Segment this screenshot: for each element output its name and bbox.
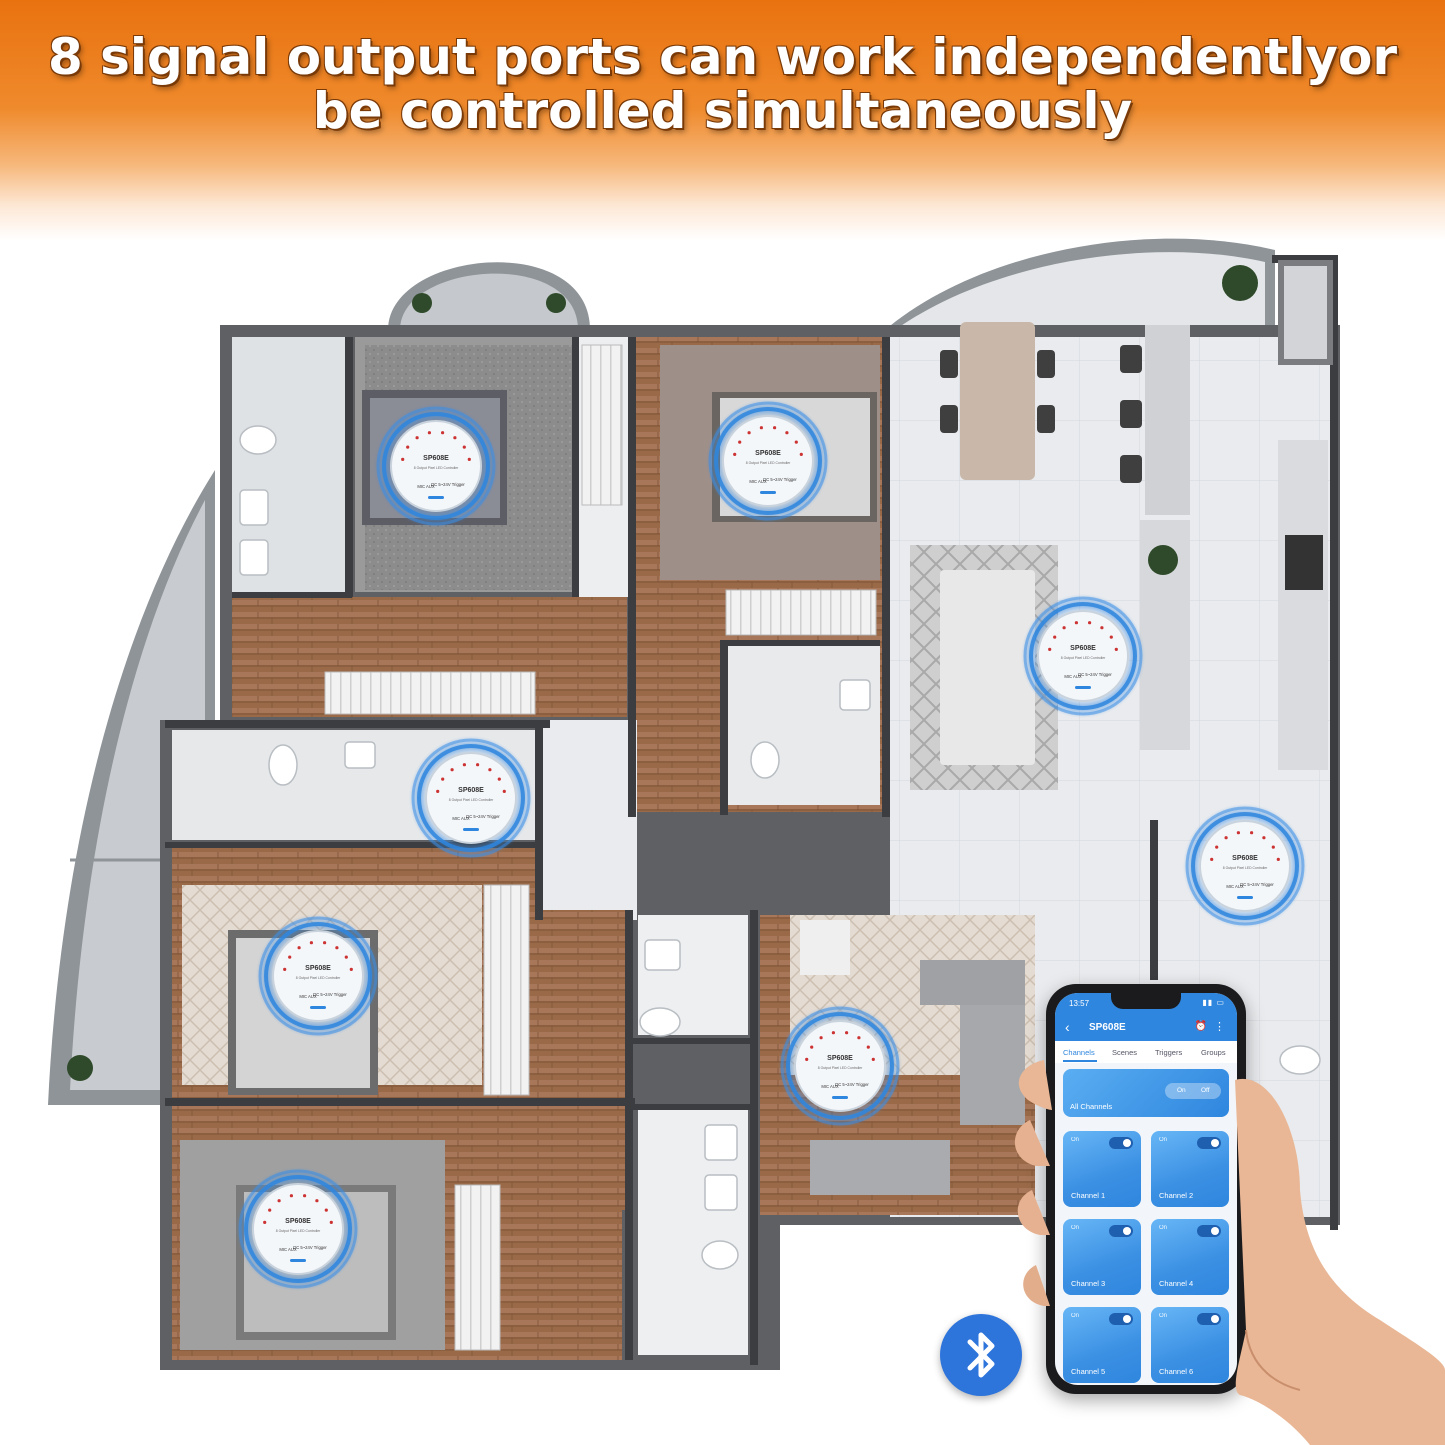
controller-subtitle: 8 Output Pixel LED Controller xyxy=(818,1066,863,1070)
headline-line-2: be controlled simultaneously xyxy=(312,82,1133,140)
channel-state: On xyxy=(1159,1313,1168,1319)
channel-toggle[interactable] xyxy=(1197,1225,1221,1237)
all-off-button[interactable]: Off xyxy=(1201,1087,1210,1094)
channel-toggle[interactable] xyxy=(1109,1137,1133,1149)
channel-name: Channel 4 xyxy=(1159,1279,1194,1288)
channel-state: On xyxy=(1159,1225,1168,1231)
tab-bar: Channels Scenes Triggers Groups xyxy=(1055,1041,1237,1063)
controller-ports: MIC AUX xyxy=(299,994,316,999)
channel-card-6[interactable]: On Channel 6 xyxy=(1151,1307,1229,1383)
channel-name: Channel 3 xyxy=(1071,1279,1106,1288)
app-title: SP608E xyxy=(1089,1022,1126,1033)
tab-channels[interactable]: Channels xyxy=(1063,1048,1095,1057)
channel-name: Channel 1 xyxy=(1071,1191,1106,1200)
all-channels-card: On Off All Channels xyxy=(1063,1069,1229,1117)
channel-state: On xyxy=(1071,1313,1080,1319)
all-channels-toggle[interactable]: On Off xyxy=(1165,1083,1221,1099)
channel-toggle[interactable] xyxy=(1109,1313,1133,1325)
controller-trigger: DC 5~24V Trigger xyxy=(293,1245,327,1250)
app-screen: 13:57 ▮▮ ▭ ‹ SP608E ⏰ ⋮ Channels Scenes … xyxy=(1055,993,1237,1385)
all-channels-label: All Channels xyxy=(1070,1102,1113,1111)
controller-model: SP608E xyxy=(1232,855,1258,862)
active-tab-indicator xyxy=(1063,1060,1097,1062)
controller-ports: MIC AUX xyxy=(417,484,434,489)
controller-trigger: DC 5~24V Trigger xyxy=(1078,672,1112,677)
channel-name: Channel 5 xyxy=(1071,1367,1106,1376)
alarm-icon[interactable]: ⏰ xyxy=(1194,1021,1207,1032)
channel-toggle[interactable] xyxy=(1197,1137,1221,1149)
back-arrow-icon[interactable]: ‹ xyxy=(1065,1019,1070,1035)
controller-model: SP608E xyxy=(423,455,449,462)
signal-battery-icon: ▮▮ ▭ xyxy=(1202,998,1225,1007)
controller-trigger: DC 5~24V Trigger xyxy=(466,814,500,819)
controller-model: SP608E xyxy=(458,787,484,794)
controller-ports: MIC AUX xyxy=(749,479,766,484)
controller-subtitle: 8 Output Pixel LED Controller xyxy=(1061,656,1106,660)
channel-state: On xyxy=(1159,1137,1168,1143)
controller-trigger: DC 5~24V Trigger xyxy=(431,482,465,487)
controller-ports: MIC AUX xyxy=(821,1084,838,1089)
bluetooth-badge xyxy=(940,1314,1022,1396)
controller-subtitle: 8 Output Pixel LED Controller xyxy=(414,466,459,470)
app-bar: ‹ SP608E ⏰ ⋮ xyxy=(1055,1015,1237,1041)
headline-line-1: 8 signal output ports can work independe… xyxy=(47,28,1398,86)
channel-state: On xyxy=(1071,1225,1080,1231)
controller-model: SP608E xyxy=(305,965,331,972)
controller-subtitle: 8 Output Pixel LED Controller xyxy=(449,798,494,802)
channel-name: Channel 6 xyxy=(1159,1367,1194,1376)
controller-model: SP608E xyxy=(285,1218,311,1225)
header-banner xyxy=(0,0,1445,240)
controller-subtitle: 8 Output Pixel LED Controller xyxy=(276,1229,321,1233)
controller-ports: MIC AUX xyxy=(1064,674,1081,679)
headline: 8 signal output ports can work independe… xyxy=(0,30,1445,138)
tab-triggers[interactable]: Triggers xyxy=(1155,1048,1183,1057)
hand xyxy=(1014,1060,1445,1445)
controller-trigger: DC 5~24V Trigger xyxy=(1240,882,1274,887)
channel-state: On xyxy=(1071,1137,1080,1143)
tab-groups[interactable]: Groups xyxy=(1201,1048,1226,1057)
controller-ports: MIC AUX xyxy=(279,1247,296,1252)
channel-card-4[interactable]: On Channel 4 xyxy=(1151,1219,1229,1295)
channel-card-1[interactable]: On Channel 1 xyxy=(1063,1131,1141,1207)
controller-model: SP608E xyxy=(827,1055,853,1062)
controller-model: SP608E xyxy=(1070,645,1096,652)
bluetooth-icon xyxy=(967,1332,995,1378)
phone-notch xyxy=(1111,993,1181,1009)
channel-toggle[interactable] xyxy=(1109,1225,1133,1237)
controller-model: SP608E xyxy=(755,450,781,457)
controller-trigger: DC 5~24V Trigger xyxy=(313,992,347,997)
controller-subtitle: 8 Output Pixel LED Controller xyxy=(1223,866,1268,870)
controller-ports: MIC AUX xyxy=(452,816,469,821)
smartphone: 13:57 ▮▮ ▭ ‹ SP608E ⏰ ⋮ Channels Scenes … xyxy=(1046,984,1246,1394)
channel-card-5[interactable]: On Channel 5 xyxy=(1063,1307,1141,1383)
controller-trigger: DC 5~24V Trigger xyxy=(763,477,797,482)
all-on-button[interactable]: On xyxy=(1177,1087,1186,1094)
channel-toggle[interactable] xyxy=(1197,1313,1221,1325)
channel-name: Channel 2 xyxy=(1159,1191,1194,1200)
controller-subtitle: 8 Output Pixel LED Controller xyxy=(296,976,341,980)
channel-card-2[interactable]: On Channel 2 xyxy=(1151,1131,1229,1207)
tab-scenes[interactable]: Scenes xyxy=(1112,1048,1138,1057)
status-time: 13:57 xyxy=(1069,999,1090,1008)
channel-card-3[interactable]: On Channel 3 xyxy=(1063,1219,1141,1295)
controller-trigger: DC 5~24V Trigger xyxy=(835,1082,869,1087)
more-vertical-icon[interactable]: ⋮ xyxy=(1214,1021,1225,1033)
controller-subtitle: 8 Output Pixel LED Controller xyxy=(746,461,791,465)
controller-ports: MIC AUX xyxy=(1226,884,1243,889)
